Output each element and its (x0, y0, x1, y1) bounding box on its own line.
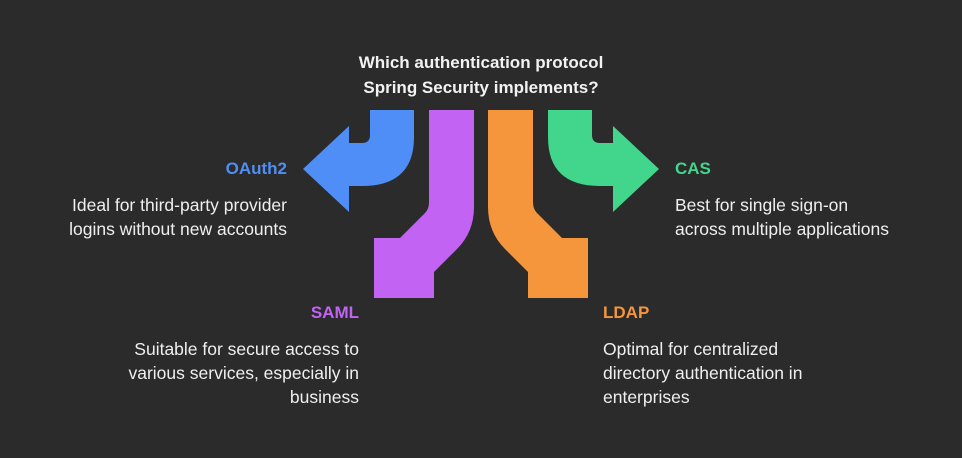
diagram-title: Which authentication protocol Spring Sec… (0, 50, 962, 100)
cas-desc-line-1: Best for single sign-on (675, 195, 849, 215)
cas-arrow (548, 110, 659, 212)
saml-desc-line-2: various services, especially in (128, 363, 359, 383)
oauth2-arrow (303, 110, 414, 212)
ldap-description: Optimal for centralized directory authen… (603, 337, 923, 409)
ldap-arrow (488, 110, 588, 298)
oauth2-label: OAuth2 (225, 159, 287, 178)
saml-desc-line-1: Suitable for secure access to (134, 339, 359, 359)
oauth2-desc-line-1: Ideal for third-party provider (72, 195, 287, 215)
cas-description: Best for single sign-on across multiple … (675, 193, 955, 241)
ldap-desc-line-2: directory authentication in (603, 363, 803, 383)
title-line-2: Spring Security implements? (363, 78, 599, 97)
saml-description: Suitable for secure access to various se… (29, 337, 359, 409)
saml-label: SAML (310, 303, 359, 322)
ldap-desc-line-1: Optimal for centralized (603, 339, 779, 359)
oauth2-description: Ideal for third-party provider logins wi… (0, 193, 287, 241)
title-line-1: Which authentication protocol (358, 53, 604, 72)
cas-label: CAS (675, 159, 711, 178)
saml-arrow (374, 110, 474, 298)
saml-desc-line-3: business (289, 387, 359, 407)
ldap-desc-line-3: enterprises (603, 387, 690, 407)
cas-desc-line-2: across multiple applications (675, 219, 889, 239)
ldap-label: LDAP (603, 303, 650, 322)
oauth2-desc-line-2: logins without new accounts (69, 219, 287, 239)
